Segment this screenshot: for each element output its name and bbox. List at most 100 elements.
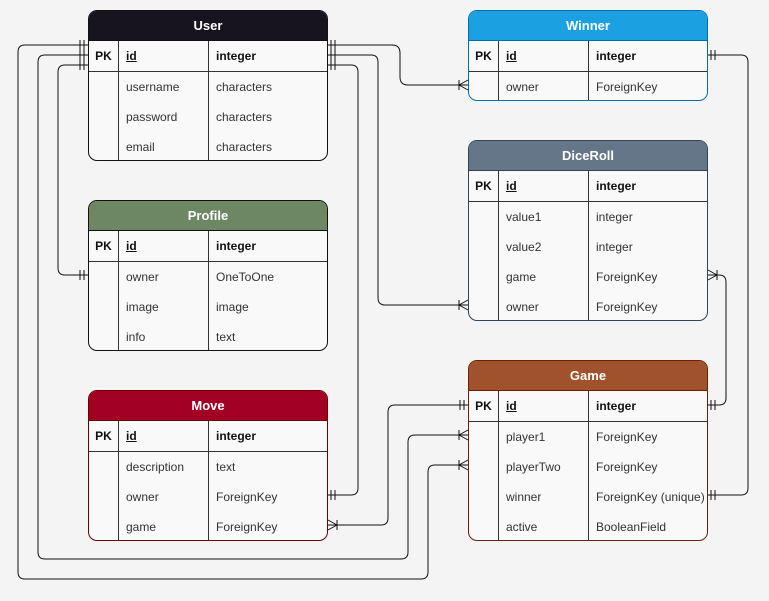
field-type: integer <box>596 49 637 63</box>
field-row: PK id integer <box>469 391 707 422</box>
entity-game[interactable]: Game PK id integer player1 ForeignKey pl… <box>468 360 708 541</box>
key-label <box>89 512 119 540</box>
field-type: text <box>216 330 236 344</box>
field-row: owner OneToOne <box>89 262 327 292</box>
field-row: email characters <box>89 132 327 160</box>
field-type: OneToOne <box>216 270 275 284</box>
field-type: characters <box>216 110 273 124</box>
field-type: text <box>216 460 236 474</box>
field-type: BooleanField <box>596 520 667 534</box>
field-row: owner ForeignKey <box>469 292 707 320</box>
field-row: value2 integer <box>469 232 707 262</box>
field-row: winner ForeignKey (unique) <box>469 482 707 512</box>
field-type: ForeignKey <box>216 520 278 534</box>
field-name: id <box>119 41 209 71</box>
field-name: owner <box>499 72 589 100</box>
field-name: id <box>499 391 589 421</box>
key-label <box>89 132 119 160</box>
primary-key-label: PK <box>469 41 499 71</box>
field-row: PK id integer <box>89 231 327 262</box>
key-label <box>469 512 499 540</box>
field-row: image image <box>89 292 327 322</box>
field-name: owner <box>499 292 589 320</box>
field-row: PK id integer <box>89 421 327 452</box>
field-name: owner <box>119 262 209 292</box>
field-type: ForeignKey <box>596 270 658 284</box>
key-label <box>469 202 499 232</box>
primary-key-label: PK <box>89 231 119 261</box>
field-name: playerTwo <box>499 452 589 482</box>
primary-key-label: PK <box>469 391 499 421</box>
field-type: ForeignKey <box>596 300 658 314</box>
key-label <box>89 262 119 292</box>
key-label <box>469 262 499 292</box>
field-row: username characters <box>89 72 327 102</box>
field-name: id <box>499 171 589 201</box>
field-name: player1 <box>499 422 589 452</box>
field-name: username <box>119 72 209 102</box>
entity-winner[interactable]: Winner PK id integer owner ForeignKey <box>468 10 708 101</box>
field-row: value1 integer <box>469 202 707 232</box>
key-label <box>89 72 119 102</box>
field-name: value1 <box>499 202 589 232</box>
field-name: password <box>119 102 209 132</box>
field-type: integer <box>216 49 257 63</box>
key-label <box>469 72 499 100</box>
entity-diceroll[interactable]: DiceRoll PK id integer value1 integer va… <box>468 140 708 321</box>
key-label <box>89 102 119 132</box>
key-label <box>469 292 499 320</box>
field-name: image <box>119 292 209 322</box>
key-label <box>89 292 119 322</box>
key-label <box>469 452 499 482</box>
entity-title: User <box>89 11 327 41</box>
field-type: ForeignKey <box>596 80 658 94</box>
entity-profile[interactable]: Profile PK id integer owner OneToOne ima… <box>88 200 328 351</box>
entity-move[interactable]: Move PK id integer description text owne… <box>88 390 328 541</box>
key-label <box>469 232 499 262</box>
field-name: description <box>119 452 209 482</box>
field-type: characters <box>216 80 273 94</box>
field-row: owner ForeignKey <box>89 482 327 512</box>
field-name: winner <box>499 482 589 512</box>
entity-title: Winner <box>469 11 707 41</box>
field-row: player1 ForeignKey <box>469 422 707 452</box>
field-row: PK id integer <box>89 41 327 72</box>
primary-key-label: PK <box>89 41 119 71</box>
entity-title: Profile <box>89 201 327 231</box>
entity-user[interactable]: User PK id integer username characters p… <box>88 10 328 161</box>
primary-key-label: PK <box>469 171 499 201</box>
field-name: game <box>499 262 589 292</box>
field-type: integer <box>596 210 633 224</box>
field-row: password characters <box>89 102 327 132</box>
field-type: integer <box>216 429 257 443</box>
entity-title: Game <box>469 361 707 391</box>
field-row: owner ForeignKey <box>469 72 707 100</box>
field-name: info <box>119 322 209 350</box>
field-row: PK id integer <box>469 171 707 202</box>
field-type: characters <box>216 140 273 154</box>
field-row: game ForeignKey <box>469 262 707 292</box>
field-row: PK id integer <box>469 41 707 72</box>
field-type: integer <box>216 239 257 253</box>
field-type: image <box>216 300 249 314</box>
field-type: ForeignKey <box>596 430 658 444</box>
field-name: id <box>499 41 589 71</box>
field-type: integer <box>596 399 637 413</box>
field-name: value2 <box>499 232 589 262</box>
field-row: description text <box>89 452 327 482</box>
field-type: integer <box>596 240 633 254</box>
field-name: active <box>499 512 589 540</box>
entity-title: Move <box>89 391 327 421</box>
field-row: info text <box>89 322 327 350</box>
key-label <box>469 482 499 512</box>
key-label <box>89 482 119 512</box>
field-row: playerTwo ForeignKey <box>469 452 707 482</box>
field-row: game ForeignKey <box>89 512 327 540</box>
field-type: integer <box>596 179 637 193</box>
primary-key-label: PK <box>89 421 119 451</box>
key-label <box>89 452 119 482</box>
key-label <box>469 422 499 452</box>
field-name: id <box>119 231 209 261</box>
entity-title: DiceRoll <box>469 141 707 171</box>
key-label <box>89 322 119 350</box>
